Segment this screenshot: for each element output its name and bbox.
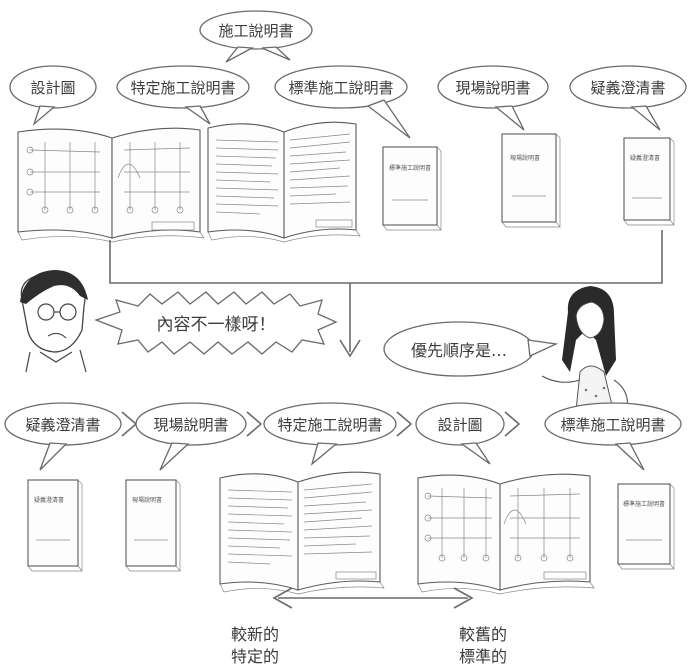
order-arrow-3 [396, 411, 413, 437]
merge-arrow-head [339, 339, 361, 358]
top-standard-spec-book: 標準施工說明書 [382, 146, 442, 231]
bottom-site-spec-book: 現場說明書 [125, 479, 181, 572]
top-clarification-book: 疑義澄清書 [623, 137, 675, 226]
scale-right-line2: 標準的 [459, 647, 507, 666]
top-standard-spec-cover-title: 標準施工說明書 [389, 164, 431, 172]
bottom-bubble-design-drawing: 設計圖 [415, 402, 505, 465]
top-site-spec-book: 現場說明書 [501, 133, 561, 228]
scale-left-line2: 特定的 [231, 647, 279, 666]
bottom-bubble-special-spec: 特定施工說明書 [263, 402, 397, 466]
top-clarification-cover-title: 疑義澄清書 [630, 154, 660, 162]
order-arrow-4 [504, 411, 521, 437]
man-speech-text: 內容不一樣呀！ [157, 315, 276, 335]
bottom-bubble-clarification: 疑義澄清書 [4, 402, 122, 471]
bubble-top-site-spec-label: 現場說明書 [455, 79, 530, 97]
bubble-top-clarification-label: 疑義澄清書 [590, 79, 665, 97]
order-arrow-1 [121, 411, 138, 437]
woman-speech-bubble: 優先順序是… [383, 321, 559, 377]
bottom-bubble-site-spec-label: 現場說明書 [153, 416, 228, 434]
scale-left-line1: 較新的 [231, 625, 279, 644]
order-arrow-2 [246, 411, 263, 437]
bubble-top-design-drawing-label: 設計圖 [30, 79, 75, 97]
bubble-top-special-spec-label: 特定施工說明書 [130, 79, 235, 97]
bubble-construction-spec-label: 施工說明書 [218, 22, 293, 40]
newer-older-double-arrow [272, 587, 474, 609]
bubble-top-special-spec: 特定施工說明書 [116, 65, 250, 125]
bottom-clarification-cover-title: 疑義澄清書 [34, 496, 64, 504]
merge-bracket-line [109, 230, 663, 284]
top-design-drawing-book [17, 127, 205, 243]
bottom-bubble-standard-spec-label: 標準施工說明書 [560, 416, 665, 434]
woman-speech-text: 優先順序是… [411, 341, 507, 360]
bottom-site-spec-cover-title: 現場說明書 [132, 496, 162, 504]
bubble-top-standard-spec: 標準施工說明書 [274, 65, 411, 139]
bottom-bubble-design-drawing-label: 設計圖 [437, 416, 482, 434]
bottom-bubble-special-spec-label: 特定施工說明書 [277, 416, 382, 434]
bottom-design-drawing-book [417, 473, 595, 595]
bubble-top-design-drawing: 設計圖 [9, 65, 97, 127]
man-speech-bubble: 內容不一樣呀！ [94, 291, 338, 355]
bubble-top-site-spec: 現場說明書 [437, 65, 549, 131]
bottom-bubble-standard-spec: 標準施工說明書 [544, 402, 682, 471]
bubble-top-clarification: 疑義澄清書 [569, 65, 687, 131]
top-special-spec-book [207, 121, 361, 243]
bottom-bubble-site-spec: 現場說明書 [135, 402, 247, 471]
worried-man-illustration [20, 270, 88, 373]
bubble-top-standard-spec-label: 標準施工說明書 [288, 79, 393, 97]
scale-right-line1: 較舊的 [459, 625, 507, 644]
bottom-standard-spec-cover-title: 標準施工說明書 [623, 500, 665, 508]
top-site-spec-cover-title: 現場說明書 [510, 154, 540, 162]
bottom-clarification-book: 疑義澄清書 [27, 479, 83, 572]
bubble-construction-spec: 施工說明書 [199, 10, 313, 63]
bottom-special-spec-book [219, 471, 385, 595]
bottom-standard-spec-book: 標準施工說明書 [617, 483, 675, 570]
bottom-bubble-clarification-label: 疑義澄清書 [25, 416, 100, 434]
